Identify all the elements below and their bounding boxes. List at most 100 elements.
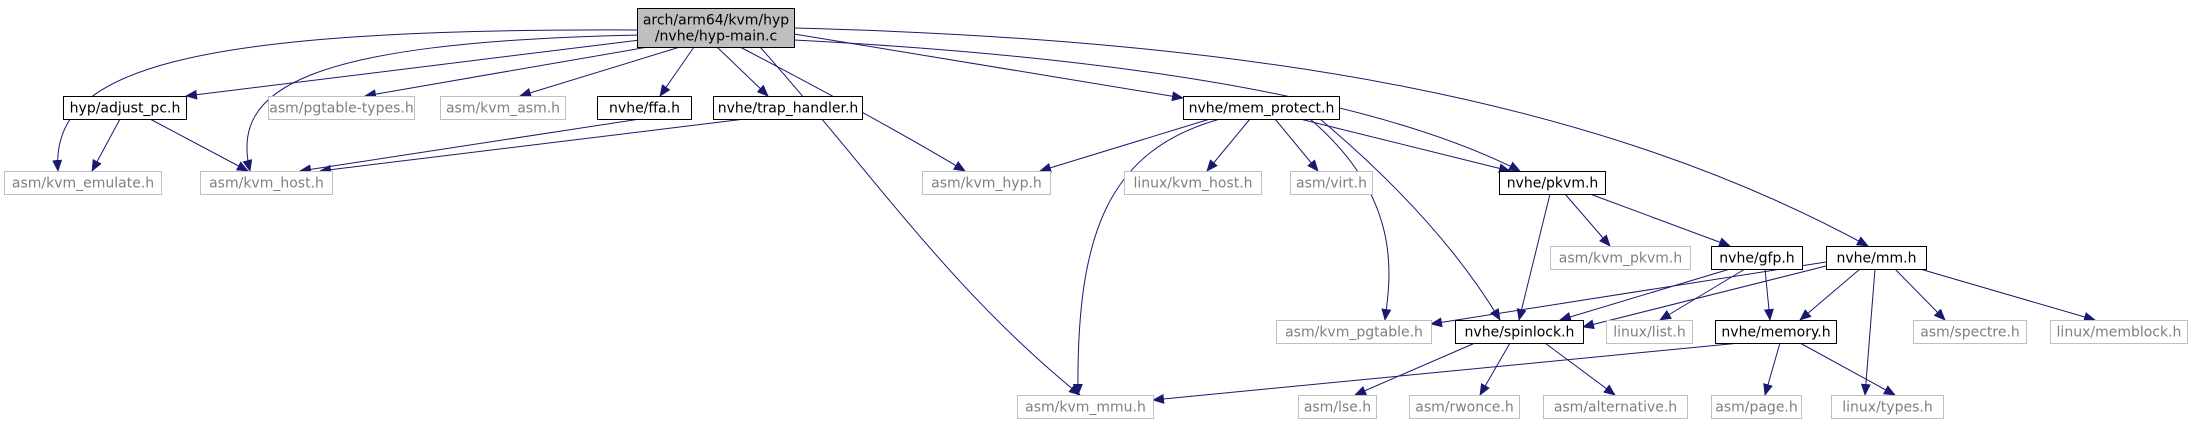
node-box-linux-kvm-host <box>1124 171 1262 195</box>
node-box-asm-pgtable-types <box>268 96 415 120</box>
edge-main-to-asm-kvm-host <box>242 34 641 172</box>
node-label-nvhe-memory: nvhe/memory.h <box>1721 325 1830 341</box>
node-label-asm-kvm-emulate: asm/kvm_emulate.h <box>12 176 154 192</box>
node-nvhe-ffa[interactable]: nvhe/ffa.h <box>597 96 692 120</box>
edge-main-to-asm-kvm-asm <box>519 46 681 98</box>
edge-main-to-nvhe-ffa <box>659 46 695 97</box>
node-box-nvhe-mem-protect <box>1183 96 1340 120</box>
node-box-asm-kvm-emulate <box>4 171 162 195</box>
node-label-asm-kvm-asm: asm/kvm_asm.h <box>446 101 560 117</box>
edge-nvhe-mem-protect-to-asm-kvm-pgtable <box>1309 118 1392 321</box>
node-box-linux-types <box>1831 395 1944 419</box>
node-asm-kvm-asm: asm/kvm_asm.h <box>440 96 566 120</box>
edge-main-to-nvhe-pkvm <box>793 39 1521 172</box>
node-linux-list: linux/list.h <box>1606 320 1693 344</box>
node-nvhe-gfp[interactable]: nvhe/gfp.h <box>1711 246 1803 270</box>
node-nvhe-memory[interactable]: nvhe/memory.h <box>1715 320 1837 344</box>
edge-nvhe-mem-protect-to-nvhe-pkvm <box>1299 118 1511 174</box>
edge-nvhe-trap-handler-to-asm-kvm-host <box>319 118 746 175</box>
edge-nvhe-pkvm-to-asm-kvm-pkvm <box>1564 193 1611 247</box>
node-box-asm-kvm-hyp <box>922 171 1051 195</box>
node-main: arch/arm64/kvm/hyp/nvhe/hyp-main.c <box>637 8 795 48</box>
node-label-linux-kvm-host: linux/kvm_host.h <box>1133 176 1252 192</box>
node-nvhe-trap-handler[interactable]: nvhe/trap_handler.h <box>713 96 863 120</box>
node-box-asm-alternative <box>1543 395 1688 419</box>
edge-nvhe-spinlock-to-asm-rwonce <box>1479 342 1511 396</box>
node-linux-kvm-host: linux/kvm_host.h <box>1124 171 1262 195</box>
node-box-asm-virt <box>1290 171 1373 195</box>
node-box-nvhe-trap-handler <box>713 96 863 120</box>
edge-main-to-nvhe-mem-protect <box>793 33 1184 102</box>
node-nvhe-spinlock[interactable]: nvhe/spinlock.h <box>1455 320 1584 344</box>
edge-nvhe-mm-to-asm-kvm-pgtable <box>1430 261 1827 328</box>
node-box-nvhe-memory <box>1715 320 1837 344</box>
node-label-asm-rwonce: asm/rwonce.h <box>1415 400 1514 416</box>
edge-main-to-hyp-adjust-pc <box>185 39 641 100</box>
edge-nvhe-mm-to-asm-spectre <box>1894 268 1946 321</box>
node-nvhe-mem-protect[interactable]: nvhe/mem_protect.h <box>1183 96 1340 120</box>
nodes-layer: arch/arm64/kvm/hyp/nvhe/hyp-main.c hyp/ad… <box>4 8 2188 419</box>
node-asm-alternative: asm/alternative.h <box>1543 395 1688 419</box>
node-nvhe-pkvm[interactable]: nvhe/pkvm.h <box>1499 171 1606 195</box>
node-box-nvhe-pkvm <box>1499 171 1606 195</box>
node-hyp-adjust-pc[interactable]: hyp/adjust_pc.h <box>63 96 187 120</box>
node-box-linux-memblock <box>2050 320 2188 344</box>
node-box-nvhe-gfp <box>1711 246 1803 270</box>
edge-main-to-nvhe-mm <box>793 27 1869 247</box>
edge-nvhe-spinlock-to-asm-lse <box>1354 342 1476 396</box>
edge-nvhe-pkvm-to-nvhe-gfp <box>1589 193 1731 247</box>
node-asm-spectre: asm/spectre.h <box>1913 320 2027 344</box>
node-label-asm-kvm-hyp: asm/kvm_hyp.h <box>931 176 1042 192</box>
edge-nvhe-memory-to-asm-kvm-mmu <box>1152 342 1741 404</box>
node-asm-kvm-pkvm: asm/kvm_pkvm.h <box>1550 246 1691 270</box>
node-box-asm-kvm-host <box>200 171 333 195</box>
node-box-hyp-adjust-pc <box>63 96 187 120</box>
edge-nvhe-mm-to-linux-memblock <box>1919 268 2096 322</box>
node-label-asm-kvm-mmu: asm/kvm_mmu.h <box>1025 400 1146 416</box>
node-box-asm-kvm-pgtable <box>1276 320 1432 344</box>
node-label-nvhe-spinlock: nvhe/spinlock.h <box>1465 325 1575 341</box>
node-asm-kvm-mmu: asm/kvm_mmu.h <box>1017 395 1154 419</box>
edge-nvhe-mem-protect-to-asm-kvm-hyp <box>1039 118 1211 173</box>
edge-main-to-asm-kvm-emulate <box>52 29 639 172</box>
node-label-asm-page: asm/page.h <box>1715 400 1798 416</box>
node-label-linux-types: linux/types.h <box>1842 400 1932 416</box>
edge-nvhe-mm-to-nvhe-memory <box>1799 268 1861 321</box>
node-label-linux-memblock: linux/memblock.h <box>2057 325 2182 341</box>
node-box-asm-kvm-pkvm <box>1550 246 1691 270</box>
node-asm-virt: asm/virt.h <box>1290 171 1373 195</box>
edge-hyp-adjust-pc-to-asm-kvm-host <box>149 118 249 172</box>
node-asm-kvm-emulate: asm/kvm_emulate.h <box>4 171 162 195</box>
node-label-asm-virt: asm/virt.h <box>1296 176 1367 192</box>
edge-nvhe-gfp-to-nvhe-memory <box>1763 268 1774 321</box>
node-label-main: /nvhe/hyp-main.c <box>655 29 777 45</box>
node-label-nvhe-mm: nvhe/mm.h <box>1837 251 1917 267</box>
node-box-asm-spectre <box>1913 320 2027 344</box>
node-label-asm-pgtable-types: asm/pgtable-types.h <box>269 101 413 117</box>
node-label-linux-list: linux/list.h <box>1613 325 1685 341</box>
node-asm-page: asm/page.h <box>1711 395 1802 419</box>
node-box-nvhe-ffa <box>597 96 692 120</box>
node-box-main <box>637 8 795 48</box>
node-asm-kvm-host: asm/kvm_host.h <box>200 171 333 195</box>
node-box-nvhe-mm <box>1826 246 1927 270</box>
edge-nvhe-mem-protect-to-linux-kvm-host <box>1206 118 1251 172</box>
edge-nvhe-pkvm-to-nvhe-spinlock <box>1516 193 1551 321</box>
edge-nvhe-mem-protect-to-asm-virt <box>1274 118 1319 172</box>
edge-nvhe-memory-to-linux-types <box>1799 342 1896 396</box>
node-box-linux-list <box>1606 320 1693 344</box>
node-label-nvhe-pkvm: nvhe/pkvm.h <box>1507 176 1599 192</box>
node-label-nvhe-mem-protect: nvhe/mem_protect.h <box>1189 101 1335 117</box>
node-nvhe-mm[interactable]: nvhe/mm.h <box>1826 246 1927 270</box>
node-asm-pgtable-types: asm/pgtable-types.h <box>268 96 415 120</box>
edge-nvhe-memory-to-asm-page <box>1763 342 1781 396</box>
edge-main-to-nvhe-trap-handler <box>716 46 769 97</box>
edge-nvhe-ffa-to-asm-kvm-host <box>299 118 641 175</box>
node-box-asm-page <box>1711 395 1802 419</box>
edge-main-to-asm-kvm-hyp <box>739 46 966 172</box>
node-box-asm-kvm-mmu <box>1017 395 1154 419</box>
node-asm-kvm-pgtable: asm/kvm_pgtable.h <box>1276 320 1432 344</box>
node-box-asm-kvm-asm <box>440 96 566 120</box>
edge-nvhe-gfp-to-linux-list <box>1659 268 1746 321</box>
